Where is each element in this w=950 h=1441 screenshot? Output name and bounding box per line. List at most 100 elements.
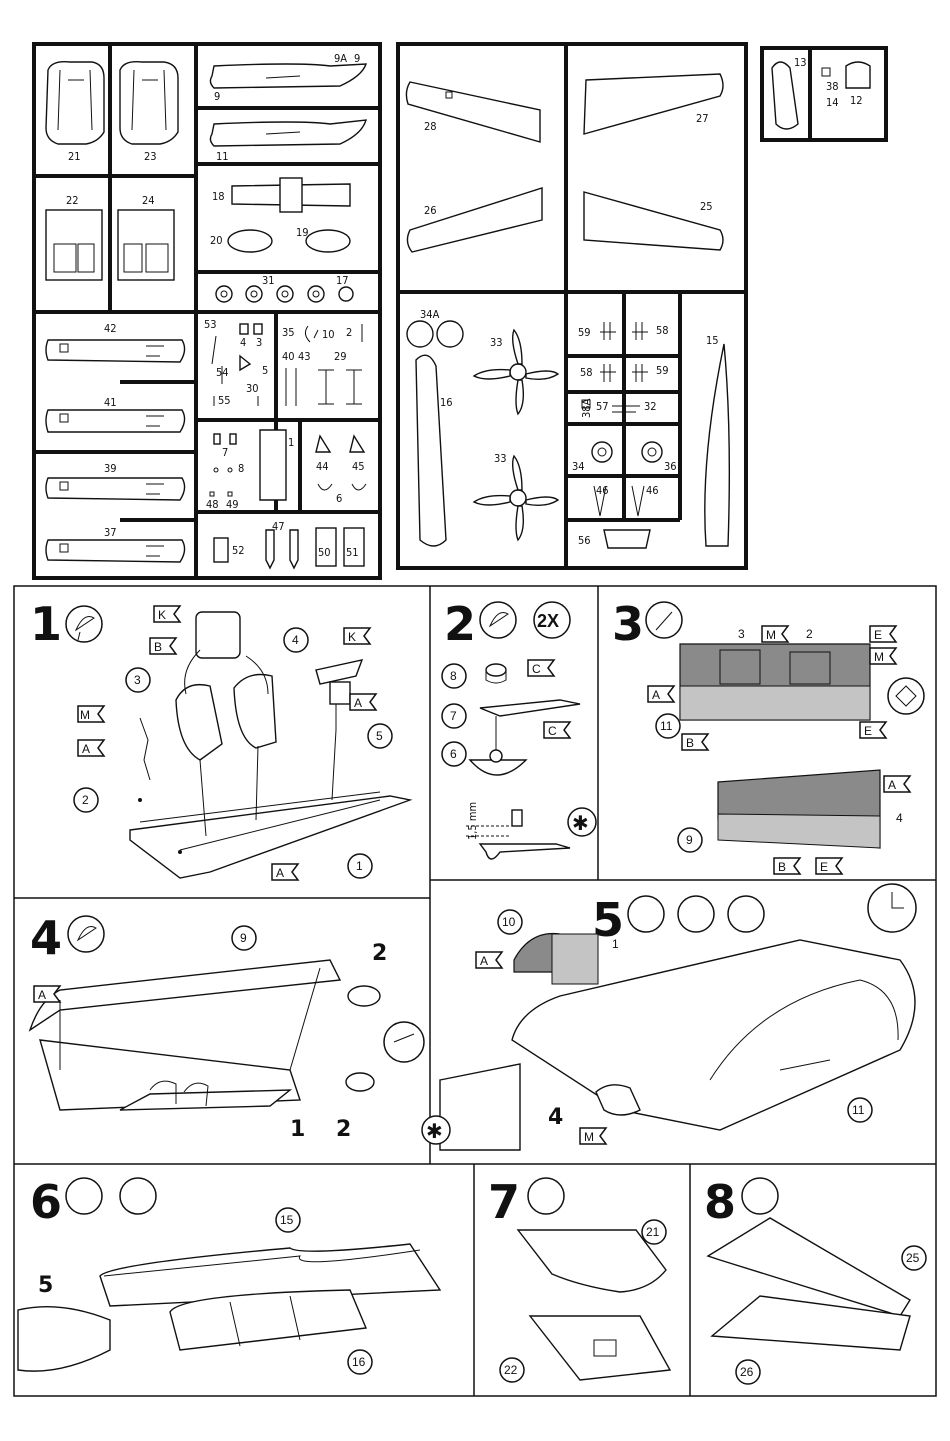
callout-4: 4 [283,627,309,653]
callout-11: 11 [655,713,681,739]
svg-text:1: 1 [30,597,62,651]
part-small-grid: 53 4 3 54 5 30 55 35 10 2 40 43 29 [204,318,363,407]
part-label: 42 [104,322,117,335]
callout-9: 9 [677,827,703,853]
svg-text:45: 45 [352,460,365,473]
color-flag-A: A [77,739,106,757]
svg-text:51: 51 [346,546,359,559]
callout-7: 7 [441,703,467,729]
svg-text:14: 14 [826,96,839,109]
callout-10: 10 [497,909,523,935]
panel-borders [13,585,937,1397]
svg-text:3: 3 [256,336,262,349]
glue-icon [627,895,665,933]
svg-text:16: 16 [352,1355,366,1369]
svg-text:29: 29 [334,350,347,363]
multiplier-badge [533,601,571,639]
part-22: 22 [45,194,103,281]
color-flag-B: B [149,637,178,655]
svg-text:2: 2 [372,941,387,966]
part-39: 39 [45,462,186,501]
svg-text:58: 58 [580,366,593,379]
svg-text:5: 5 [376,729,383,743]
color-flag-B: B [681,733,710,751]
sprue-left: 21 23 22 24 42 [32,42,382,580]
svg-text:M: M [80,708,90,722]
svg-text:8: 8 [450,669,457,683]
color-flag-A: A [647,685,676,703]
part-33-b: 33 [472,452,560,542]
color-flag-A: A [475,951,504,969]
svg-text:A: A [354,696,362,710]
svg-text:A: A [82,742,90,756]
svg-text:5: 5 [38,1273,53,1298]
sprue-right: 28 27 26 25 34A 16 33 [396,42,748,570]
svg-text:6: 6 [30,1175,62,1229]
svg-text:36: 36 [664,460,677,473]
color-flag-C: C [527,659,556,677]
part-24: 24 [117,194,175,281]
svg-text:40: 40 [282,350,295,363]
svg-text:11: 11 [660,719,673,733]
step-2: 2 2X 1,5 mm 8 7 6 C C ✱ [441,597,597,860]
svg-text:2: 2 [806,627,813,641]
svg-text:1: 1 [290,1117,305,1142]
part-label: 41 [104,396,117,409]
svg-text:59: 59 [578,326,591,339]
svg-text:20: 20 [210,234,223,247]
callout-1: 1 [347,853,373,879]
part-26: 26 [406,187,543,253]
svg-text:B: B [686,736,694,750]
svg-text:48: 48 [206,498,219,511]
color-flag-A: A [33,985,62,1003]
glue-icon [67,915,105,953]
callout-9: 9 [231,925,257,951]
svg-text:K: K [158,608,166,622]
part-grid-3: 47 52 50 51 [213,520,365,570]
callout-15: 15 [275,1207,301,1233]
svg-text:35: 35 [282,326,295,339]
svg-text:7: 7 [222,446,228,459]
svg-text:6: 6 [450,747,457,761]
svg-text:26: 26 [424,204,437,217]
svg-text:28: 28 [424,120,437,133]
svg-text:E: E [864,724,872,738]
svg-text:9A: 9A [334,52,347,65]
color-flag-K: K [343,627,372,645]
part-28: 28 [405,81,541,143]
svg-text:21: 21 [646,1225,660,1239]
svg-text:47: 47 [272,520,285,533]
svg-text:A: A [276,866,284,880]
svg-text:44: 44 [316,460,329,473]
svg-text:31: 31 [262,274,275,287]
part-25: 25 [583,191,724,251]
part-label: 24 [142,194,155,207]
callout-25: 25 [901,1245,927,1271]
color-flag-B: B [773,857,802,875]
svg-text:4: 4 [548,1105,563,1130]
part-label: 21 [68,150,81,163]
svg-text:53: 53 [204,318,217,331]
part-16: 34A 16 [406,308,464,547]
svg-text:9: 9 [686,833,693,847]
svg-text:33: 33 [494,452,507,465]
part-label: 37 [104,526,117,539]
svg-text:7: 7 [488,1175,520,1229]
glue-icon [479,601,517,639]
svg-text:49: 49 [226,498,239,511]
glue-icon [741,1177,779,1215]
part-9: 9A 9 9 [209,52,367,103]
svg-text:9: 9 [214,90,220,103]
svg-text:5: 5 [262,364,268,377]
svg-text:3: 3 [134,673,141,687]
step-5: 5 10 1 4 11 A M ✱ [421,883,917,1151]
callout-21: 21 [641,1219,667,1245]
note-icon [567,807,597,837]
svg-text:26: 26 [740,1365,754,1379]
svg-text:✱: ✱ [572,813,589,835]
svg-text:22: 22 [504,1363,518,1377]
svg-text:32: 32 [644,400,657,413]
svg-text:12: 12 [850,94,863,107]
svg-text:✱: ✱ [426,1121,443,1143]
